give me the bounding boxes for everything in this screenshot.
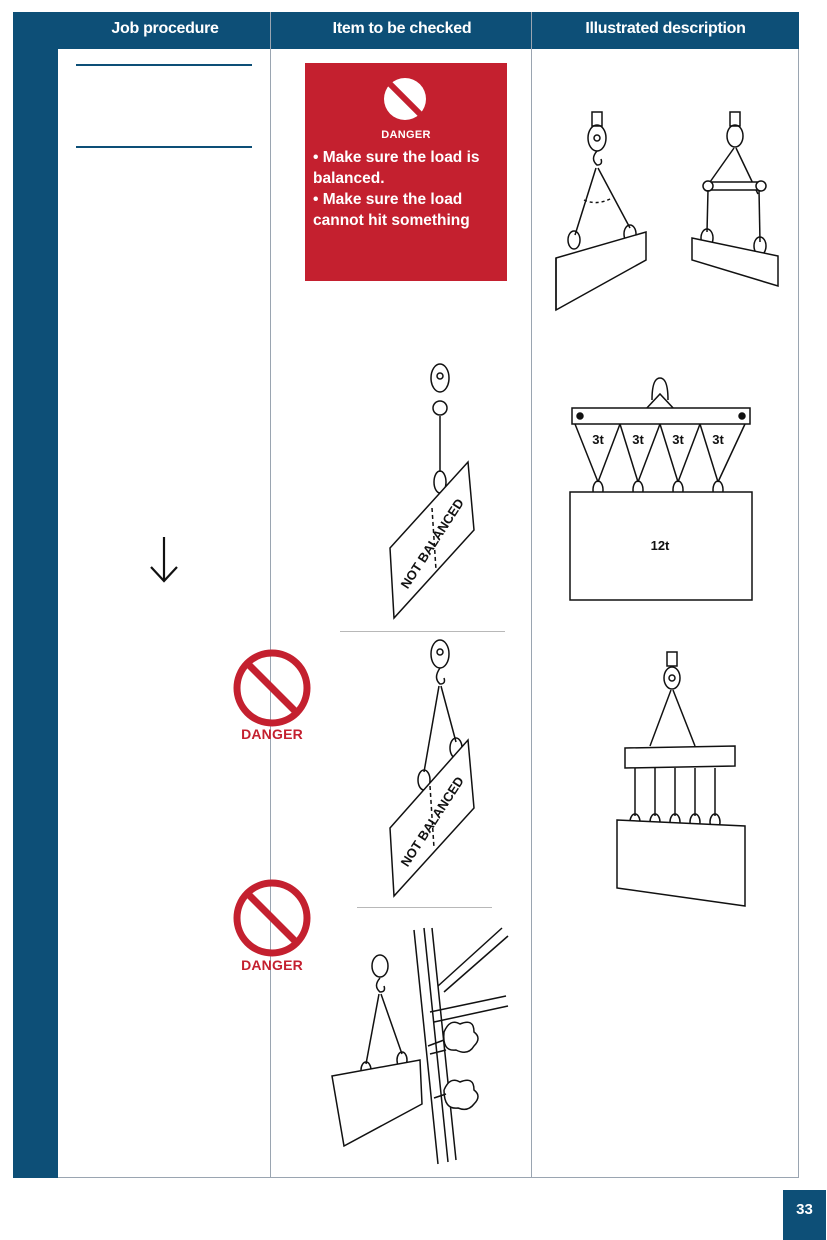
side-band: [13, 49, 58, 1178]
divider: [340, 631, 505, 632]
beam-weight-label: 3t: [632, 432, 644, 447]
sling-lift-illustration: [555, 111, 779, 312]
no-entry-icon: [233, 649, 311, 727]
no-entry-icon: [384, 78, 426, 120]
danger-sign: DANGER: [232, 878, 312, 973]
danger-box: DANGER • Make sure the load is balanced.…: [305, 63, 507, 281]
table-header: Job procedure Item to be checked Illustr…: [13, 12, 799, 49]
danger-sign: DANGER: [232, 648, 312, 742]
no-entry-icon: [233, 879, 311, 957]
multi-clamp-lift-illustration: [616, 651, 746, 907]
down-arrow-icon: [150, 537, 178, 583]
header-illustrated-description: Illustrated description: [585, 20, 746, 37]
load-weight-label: 12t: [651, 538, 670, 553]
beam-weights-illustration: 3t 3t 3t 3t 12t: [569, 377, 753, 601]
danger-text: • Make sure the load is balanced. • Make…: [313, 147, 501, 231]
beam-weight-label: 3t: [592, 432, 604, 447]
beam-weight-label: 3t: [712, 432, 724, 447]
page-number: 33: [783, 1190, 826, 1240]
beam-weight-label: 3t: [672, 432, 684, 447]
danger-line-2: • Make sure the load cannot hit somethin…: [313, 191, 470, 229]
danger-line-1: • Make sure the load is balanced.: [313, 149, 480, 187]
header-job-procedure: Job procedure: [111, 20, 219, 37]
divider: [357, 907, 492, 908]
not-balanced-illustration: NOT BALANCED: [389, 363, 475, 620]
danger-label: DANGER: [381, 129, 431, 141]
collision-illustration: [331, 927, 509, 1165]
procedure-rule: [76, 64, 252, 66]
not-balanced-illustration: NOT BALANCED: [389, 639, 475, 898]
danger-sign-label: DANGER: [241, 957, 303, 973]
procedure-rule: [76, 146, 252, 148]
column-divider: [531, 12, 532, 1178]
column-divider: [270, 12, 271, 1178]
header-item-checked: Item to be checked: [332, 20, 472, 37]
danger-sign-label: DANGER: [241, 726, 303, 742]
